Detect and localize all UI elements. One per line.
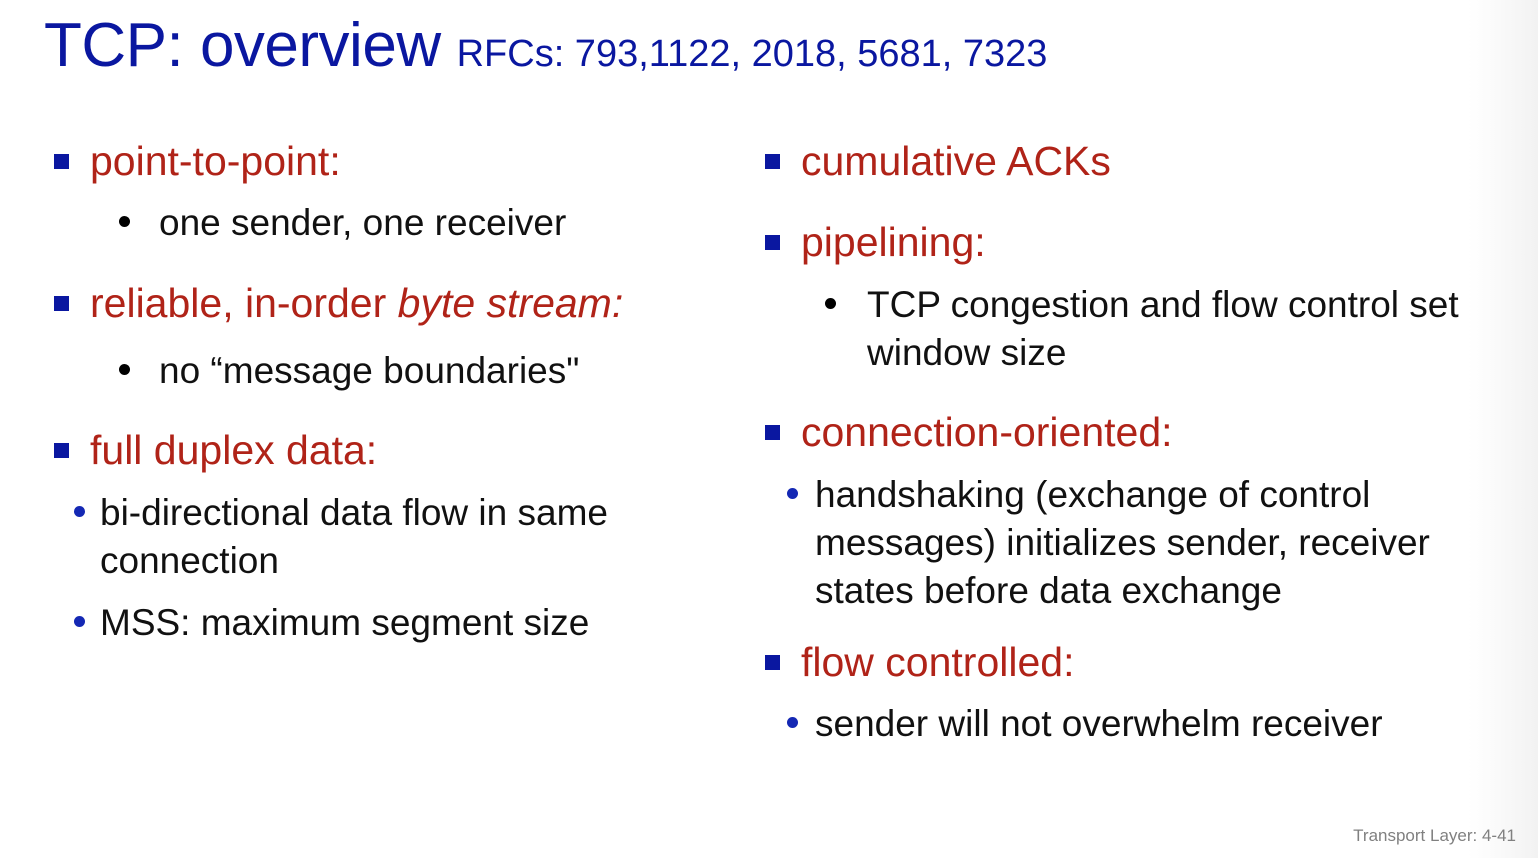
sub-bullet-bi-directional-data-flow: bi-directional data flow in same connect… xyxy=(44,489,744,585)
bullet-cumulative-acks: cumulative ACKs xyxy=(755,132,1515,191)
square-bullet-icon xyxy=(765,154,780,169)
round-bullet-icon xyxy=(119,216,130,228)
slide-title-row: TCP: overview RFCs: 793,1122, 2018, 5681,… xyxy=(44,10,1047,81)
spacer xyxy=(44,191,744,199)
left-column: point-to-point: one sender, one receiver… xyxy=(44,132,744,647)
sub-bullet-mss: MSS: maximum segment size xyxy=(44,599,744,647)
sub-bullet-label: sender will not overwhelm receiver xyxy=(815,703,1383,745)
round-bullet-icon xyxy=(787,487,798,499)
bullet-reliable-in-order-byte-stream: reliable, in-order byte stream: xyxy=(44,274,744,333)
spacer xyxy=(755,377,1515,403)
sub-bullet-label: bi-directional data flow in same connect… xyxy=(100,491,608,581)
bullet-label-italic: byte stream: xyxy=(397,279,624,326)
spacer xyxy=(44,481,744,489)
sub-bullet-one-sender: one sender, one receiver xyxy=(44,199,744,247)
spacer xyxy=(755,273,1515,281)
spacer xyxy=(44,395,744,421)
sub-bullet-handshaking: handshaking (exchange of control message… xyxy=(755,471,1515,615)
bullet-label: connection-oriented: xyxy=(801,409,1173,456)
round-bullet-icon xyxy=(74,615,85,627)
sub-bullet-label: no “message boundaries" xyxy=(159,349,580,391)
square-bullet-icon xyxy=(765,654,780,670)
spacer xyxy=(755,692,1515,700)
sub-bullet-label: MSS: maximum segment size xyxy=(100,601,590,643)
spacer xyxy=(44,248,744,274)
bullet-connection-oriented: connection-oriented: xyxy=(755,403,1515,462)
square-bullet-icon xyxy=(54,443,69,459)
bullet-point-to-point: point-to-point: xyxy=(44,132,744,191)
square-bullet-icon xyxy=(765,235,780,251)
bullet-label: full duplex data: xyxy=(90,427,378,474)
spacer xyxy=(755,191,1515,213)
bullet-full-duplex-data: full duplex data: xyxy=(44,421,744,480)
sub-bullet-sender-will-not-overwhelm: sender will not overwhelm receiver xyxy=(755,700,1515,748)
square-bullet-icon xyxy=(54,295,69,311)
round-bullet-icon xyxy=(119,363,130,375)
sub-bullet-no-message-boundaries: no “message boundaries" xyxy=(44,347,744,395)
right-column: cumulative ACKs pipelining: TCP congesti… xyxy=(755,132,1515,748)
sub-bullet-tcp-congestion-flow-control: TCP congestion and flow control set wind… xyxy=(755,281,1515,377)
square-bullet-icon xyxy=(54,154,69,169)
bullet-label-plain: reliable, in-order xyxy=(90,279,398,326)
spacer xyxy=(44,585,744,599)
spacer xyxy=(44,333,744,347)
page-title: TCP: overview xyxy=(44,11,441,80)
title-rfc-list: RFCs: 793,1122, 2018, 5681, 7323 xyxy=(456,33,1048,75)
square-bullet-icon xyxy=(765,425,780,441)
bullet-flow-controlled: flow controlled: xyxy=(755,633,1515,692)
spacer xyxy=(755,615,1515,633)
bullet-label: point-to-point: xyxy=(90,138,341,184)
round-bullet-icon xyxy=(787,717,798,729)
sub-bullet-label: one sender, one receiver xyxy=(159,202,567,244)
spacer xyxy=(755,463,1515,471)
bullet-pipelining: pipelining: xyxy=(755,213,1515,272)
bullet-label: cumulative ACKs xyxy=(801,138,1111,184)
sub-bullet-label: TCP congestion and flow control set wind… xyxy=(867,283,1459,373)
bullet-label: flow controlled: xyxy=(801,638,1075,685)
sub-bullet-label: handshaking (exchange of control message… xyxy=(815,473,1430,611)
slide-footer: Transport Layer: 4-41 xyxy=(1353,826,1516,845)
bullet-label: pipelining: xyxy=(801,219,986,266)
round-bullet-icon xyxy=(74,505,85,517)
round-bullet-icon xyxy=(825,297,836,309)
